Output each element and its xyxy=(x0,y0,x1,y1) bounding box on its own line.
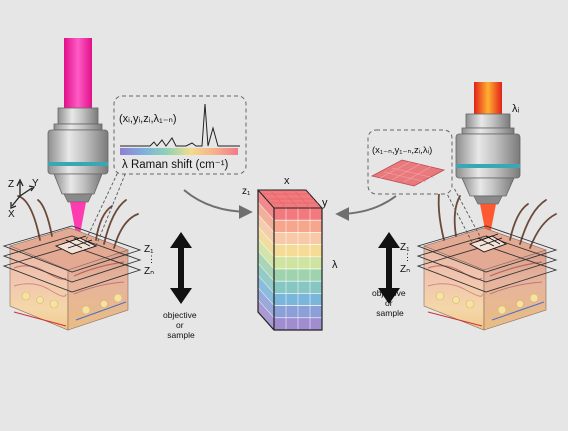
right-scan-grid-icon xyxy=(468,233,508,253)
left-objective-icon xyxy=(47,107,109,203)
cube-lambda-label: λ xyxy=(332,259,338,271)
right-panel: λᵢ xyxy=(367,82,558,331)
left-depth-top-label: Z₁ xyxy=(144,244,154,255)
spectrum-color-bar xyxy=(120,148,238,155)
axis-x-label: X xyxy=(8,209,15,220)
left-depth-dots: ⋮ xyxy=(147,254,156,264)
axes-icon xyxy=(10,178,36,209)
right-focused-beam xyxy=(480,204,496,240)
cube-z-label: z₁ xyxy=(242,186,251,197)
hyperspectral-cube: z₁ x y λ xyxy=(242,175,338,331)
left-depth-planes xyxy=(2,225,142,293)
right-movement-label: objective or sample xyxy=(372,288,408,318)
right-inset-leader xyxy=(443,187,483,243)
image-inset: (x₁₋ₙ,y₁₋ₙ,zᵢ,λᵢ) xyxy=(367,129,453,195)
left-panel: Z₁ ⋮ Zₙ Z Y X (xᵢ,yᵢ,zᵢ,λ₁₋ₙ) λ Raman sh… xyxy=(2,38,247,340)
right-depth-bottom-label: Zₙ xyxy=(400,264,410,275)
right-depth-planes xyxy=(416,225,558,293)
spectrum-axis-label: λ Raman shift (cm⁻¹) xyxy=(122,159,229,171)
left-inset-leader xyxy=(83,171,127,247)
left-movement-label: objective or sample xyxy=(163,310,199,340)
left-scan-grid-icon xyxy=(54,235,98,255)
right-depth-top-label: Z₁ xyxy=(400,242,410,253)
cube-y-label: y xyxy=(322,197,328,209)
right-wavelength-label: λᵢ xyxy=(512,103,520,115)
left-laser-beam xyxy=(64,38,92,110)
right-depth-dots: ⋮ xyxy=(403,252,412,262)
right-to-cube-arrow xyxy=(335,195,397,221)
right-movement-arrow-icon xyxy=(378,232,400,304)
left-hair-icon xyxy=(17,195,139,249)
right-objective-icon xyxy=(455,113,521,205)
right-coordinate-label: (x₁₋ₙ,y₁₋ₙ,zᵢ,λᵢ) xyxy=(372,145,432,156)
spectrum-inset: (xᵢ,yᵢ,zᵢ,λ₁₋ₙ) λ Raman shift (cm⁻¹) xyxy=(113,95,247,175)
cube-layer-stack xyxy=(257,189,323,331)
cube-top-grid xyxy=(262,189,318,209)
left-to-cube-arrow xyxy=(183,189,253,219)
cube-outline xyxy=(257,190,323,331)
raman-image-plane xyxy=(370,159,446,187)
cube-x-label: x xyxy=(284,175,290,187)
left-focused-beam xyxy=(70,202,86,240)
right-laser-beam xyxy=(474,82,502,116)
raman-spectrum-line xyxy=(120,103,240,147)
left-depth-bottom-label: Zₙ xyxy=(144,266,154,277)
left-movement-arrow-icon xyxy=(170,232,192,304)
left-coordinate-label: (xᵢ,yᵢ,zᵢ,λ₁₋ₙ) xyxy=(119,113,177,125)
axis-y-label: Y xyxy=(32,178,39,189)
axis-z-label: Z xyxy=(8,179,14,190)
